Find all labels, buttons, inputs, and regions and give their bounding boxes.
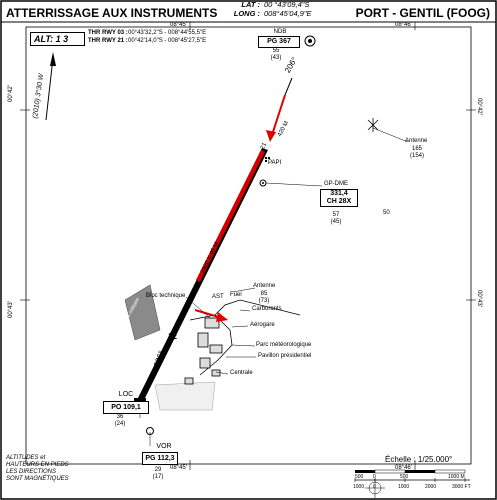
- gp-dme-type: GP-DME: [324, 181, 348, 187]
- apron: [184, 299, 301, 385]
- antenne-sw-elev: 85: [260, 291, 268, 297]
- scale-ft-label: 0: [373, 484, 376, 490]
- long-value: 008°45'04,9"E: [264, 9, 312, 18]
- vor-type: VOR: [156, 443, 172, 450]
- lat-label: LAT :: [241, 0, 260, 9]
- units-note-line: SONT MAGNÉTIQUES: [6, 476, 69, 482]
- contour-label: 50: [383, 210, 390, 216]
- scale-ft-label: 1000: [353, 484, 365, 490]
- airport-coordinates: LAT : 00 °43'09,4"S LONG : 008°45'04,9"E: [230, 0, 312, 18]
- vor-ident: PG 112,3: [142, 452, 178, 465]
- ndb-elev: 55: [272, 48, 280, 54]
- ndb-icon: [304, 35, 316, 47]
- units-note-line: ALTITUDES et: [6, 455, 46, 461]
- loc-elev: 36: [116, 414, 124, 420]
- units-note-line: LES DIRECTIONS: [6, 469, 57, 475]
- antenna-icon: [367, 118, 379, 132]
- scale-m-label: 500: [355, 474, 364, 480]
- grid-label-left-bottom: 00°43': [8, 301, 14, 318]
- threshold-03-label: 12: [168, 332, 177, 341]
- lat-value: 00 °43'09,4"S: [264, 0, 310, 9]
- scale-bar: [354, 469, 470, 482]
- runway: [137, 148, 268, 402]
- gp-dme-freq: 331,4: [330, 190, 348, 197]
- ndb-elev-paren: (43): [270, 55, 282, 61]
- antenne-ne-label: Antenne: [405, 138, 428, 144]
- grid-label-right-top: 00°42': [476, 98, 482, 115]
- chart-title: ATTERRISSAGE AUX INSTRUMENTS: [6, 6, 218, 20]
- airport-name: PORT - GENTIL (FOOG): [355, 6, 490, 20]
- vor-elev-paren: (17): [152, 474, 164, 480]
- thr-21-value: 00°42'14,0"S - 008°45'27,5"E: [128, 38, 207, 44]
- grid-label-bottom-right: 08°46': [395, 465, 412, 471]
- gp-dme-box: 331,4 CH 28X: [320, 189, 358, 207]
- scale-ft-label: 1000: [398, 484, 410, 490]
- gp-dme-channel: CH 28X: [326, 198, 352, 205]
- altitude-box: ALT: 1 3: [30, 32, 85, 46]
- scale-m-label: 1000 M: [448, 474, 465, 480]
- vor-icon: [146, 427, 154, 435]
- units-note: ALTITUDES et HAUTEURS EN PIEDS LES DIREC…: [6, 455, 69, 483]
- north-arrow-icon: [45, 52, 56, 121]
- bloc-technique-label: Bloc technique: [146, 293, 186, 299]
- ndb-type: NDB: [273, 29, 287, 35]
- papi-icon: [265, 157, 270, 162]
- scale-title: Échelle : 1/25.000°: [385, 455, 453, 464]
- ast-label: AST: [212, 294, 224, 300]
- thr-03-label: THR RWY 03 :: [88, 30, 128, 36]
- vor-elev: 29: [154, 467, 162, 473]
- papi-label: PAPI: [268, 160, 282, 166]
- grid-label-top-left: 08°45': [170, 22, 187, 28]
- grid-label-right-bottom: 00°43': [476, 290, 482, 307]
- antenne-ne-elev: 165: [411, 146, 422, 152]
- scale-m-label: 0: [373, 474, 376, 480]
- scale-ft-label: 3000 FT: [452, 484, 471, 490]
- loc-ident: PO 109,1: [103, 401, 149, 414]
- loc-type: LOC: [118, 391, 134, 398]
- long-label: LONG :: [233, 9, 260, 18]
- fuel-label: Fuel: [230, 292, 242, 298]
- grid-label-bottom-left: 08°45': [170, 465, 187, 471]
- thr-21-label: THR RWY 21 :: [88, 38, 128, 44]
- centrale-label: Centrale: [230, 370, 253, 376]
- loc-elev-paren: (24): [114, 421, 126, 427]
- antenne-sw-label: Antenne: [253, 283, 276, 289]
- gp-dme-icon: [259, 179, 267, 187]
- approach-arrow-03-icon: [194, 309, 228, 322]
- grid-label-left-top: 00°42': [8, 85, 14, 102]
- ndb-ident: PG 367: [258, 36, 300, 48]
- grid-label-top-right: 08°46': [395, 22, 412, 28]
- threshold-coordinates: THR RWY 03 :00°43'32,2"S - 008°44'55,5"E…: [88, 29, 206, 45]
- carburants-label: Carburants: [252, 306, 282, 312]
- thr-03-value: 00°43'32,2"S - 008°44'55,5"E: [128, 30, 207, 36]
- scale-m-label: 500: [400, 474, 409, 480]
- gp-dme-elev: 57: [332, 212, 340, 218]
- parc-meteo-label: Parc météorologique: [256, 342, 312, 348]
- approach-arrow-21-icon: [266, 77, 293, 142]
- antenne-sw-elev-paren: (73): [258, 298, 270, 304]
- units-note-line: HAUTEURS EN PIEDS: [6, 462, 69, 468]
- aerogare-label: Aérogare: [250, 322, 275, 328]
- antenne-ne-elev-paren: (154): [409, 153, 424, 159]
- gp-dme-elev-paren: (45): [330, 219, 342, 225]
- military-zone: [124, 284, 161, 341]
- scale-ft-label: 2000: [425, 484, 437, 490]
- pavillon-label: Pavillon présidentiel: [258, 353, 312, 359]
